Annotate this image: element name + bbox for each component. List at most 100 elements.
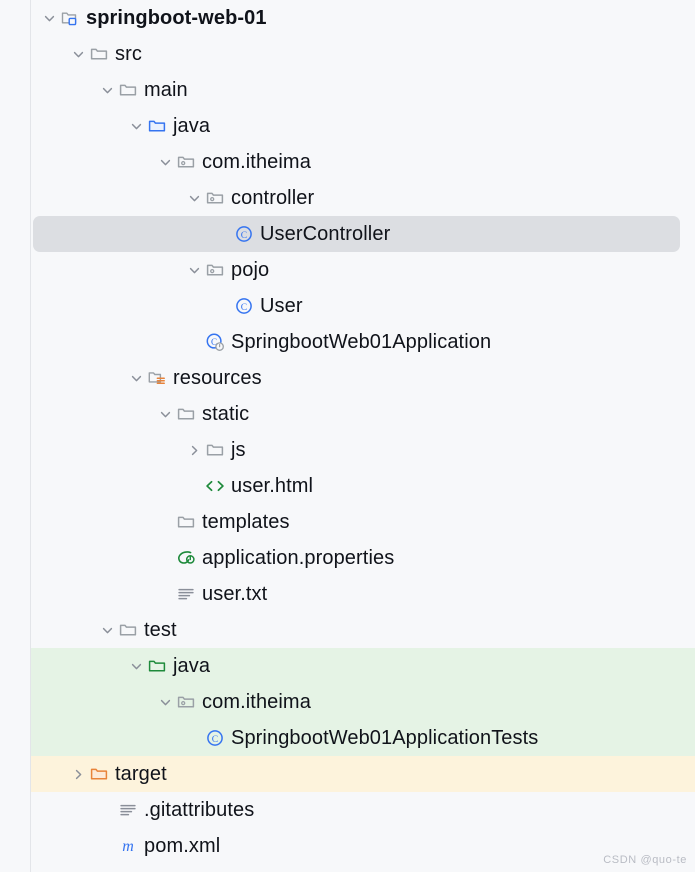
tree-node-pojo[interactable]: pojo [0,252,695,288]
chevron-down-icon[interactable] [155,692,175,712]
tree-node-label: user.txt [202,583,268,605]
tree-node-label: com.itheima [202,151,311,173]
package-icon [175,151,197,173]
package-icon [204,187,226,209]
tree-node-springbootweb01applicationtests[interactable]: C SpringbootWeb01ApplicationTests [0,720,695,756]
tree-node-main[interactable]: main [0,72,695,108]
folder-gray-icon [88,43,110,65]
tree-node-label: java [173,115,211,137]
class-icon: C [204,727,226,749]
text-file-icon [175,583,197,605]
row-background [31,252,695,288]
tree-node-label: java [173,655,211,677]
tree-node-java[interactable]: java [0,648,695,684]
chevron-down-icon[interactable] [97,80,117,100]
row-background [31,576,695,612]
maven-icon: m [117,835,139,857]
tree-node-usercontroller[interactable]: C UserController [0,216,695,252]
folder-gray-icon [204,439,226,461]
row-background [31,468,695,504]
tree-node-application-properties[interactable]: application.properties [0,540,695,576]
tree-node-label: pom.xml [144,835,221,857]
tree-node-js[interactable]: js [0,432,695,468]
row-background [31,648,695,684]
svg-text:m: m [122,838,134,855]
row-background [31,504,695,540]
svg-text:C: C [241,302,247,313]
package-icon [175,691,197,713]
chevron-right-icon[interactable] [184,440,204,460]
tree-node-label: templates [202,511,290,533]
tree-node-templates[interactable]: templates [0,504,695,540]
tree-node-label: src [115,43,142,65]
folder-gray-icon [117,79,139,101]
tree-node-user-html[interactable]: user.html [0,468,695,504]
tree-node-label: springboot-web-01 [86,7,267,29]
tree-node-label: application.properties [202,547,395,569]
tree-node-label: target [115,763,167,785]
tree-node-test[interactable]: test [0,612,695,648]
tree-node-user[interactable]: C User [0,288,695,324]
folder-orange-icon [88,763,110,785]
chevron-right-icon[interactable] [68,764,88,784]
tree-node-com-itheima[interactable]: com.itheima [0,684,695,720]
tree-node-label: SpringbootWeb01Application [231,331,492,353]
tree-node-user-txt[interactable]: user.txt [0,576,695,612]
tree-node-target[interactable]: target [0,756,695,792]
folder-blue-icon [146,115,168,137]
chevron-down-icon[interactable] [184,188,204,208]
tree-node-com-itheima[interactable]: com.itheima [0,144,695,180]
resources-icon [146,367,168,389]
chevron-down-icon[interactable] [126,116,146,136]
tree-node-label: .gitattributes [144,799,255,821]
tree-node-label: js [231,439,246,461]
chevron-down-icon[interactable] [126,368,146,388]
chevron-down-icon[interactable] [126,656,146,676]
package-icon [204,259,226,281]
row-background [31,396,695,432]
tree-node-label: com.itheima [202,691,311,713]
panel-divider [30,0,31,872]
tree-node-gitattributes[interactable]: .gitattributes [0,792,695,828]
tree-node-label: main [144,79,188,101]
svg-text:C: C [212,734,218,745]
row-background [31,180,695,216]
chevron-down-icon[interactable] [155,404,175,424]
tree-node-label: UserController [260,223,391,245]
tree-node-label: static [202,403,250,425]
tree-node-label: User [260,295,303,317]
watermark: CSDN @quo-te [603,854,687,866]
chevron-down-icon[interactable] [155,152,175,172]
tree-node-springbootweb01application[interactable]: C SpringbootWeb01Application [0,324,695,360]
tree-node-springboot-web-01[interactable]: springboot-web-01 [0,0,695,36]
spring-leaf-icon [175,547,197,569]
tree-node-label: resources [173,367,262,389]
class-icon: C [233,295,255,317]
tree-node-label: user.html [231,475,314,497]
html-icon [204,475,226,497]
text-file-icon [117,799,139,821]
spring-class-icon: C [204,331,226,353]
row-background [31,144,695,180]
tree-node-controller[interactable]: controller [0,180,695,216]
svg-text:C: C [241,230,247,241]
tree-node-src[interactable]: src [0,36,695,72]
tree-node-java[interactable]: java [0,108,695,144]
row-background [33,216,680,252]
row-background [31,432,695,468]
tree-node-static[interactable]: static [0,396,695,432]
svg-text:C: C [211,337,217,347]
chevron-down-icon[interactable] [68,44,88,64]
tree-node-pom-xml[interactable]: m pom.xml [0,828,695,864]
folder-gray-icon [175,511,197,533]
tree-node-resources[interactable]: resources [0,360,695,396]
row-background [31,756,695,792]
chevron-down-icon[interactable] [97,620,117,640]
chevron-down-icon[interactable] [184,260,204,280]
chevron-down-icon[interactable] [39,8,59,28]
folder-gray-icon [117,619,139,641]
row-background [31,684,695,720]
class-icon: C [233,223,255,245]
